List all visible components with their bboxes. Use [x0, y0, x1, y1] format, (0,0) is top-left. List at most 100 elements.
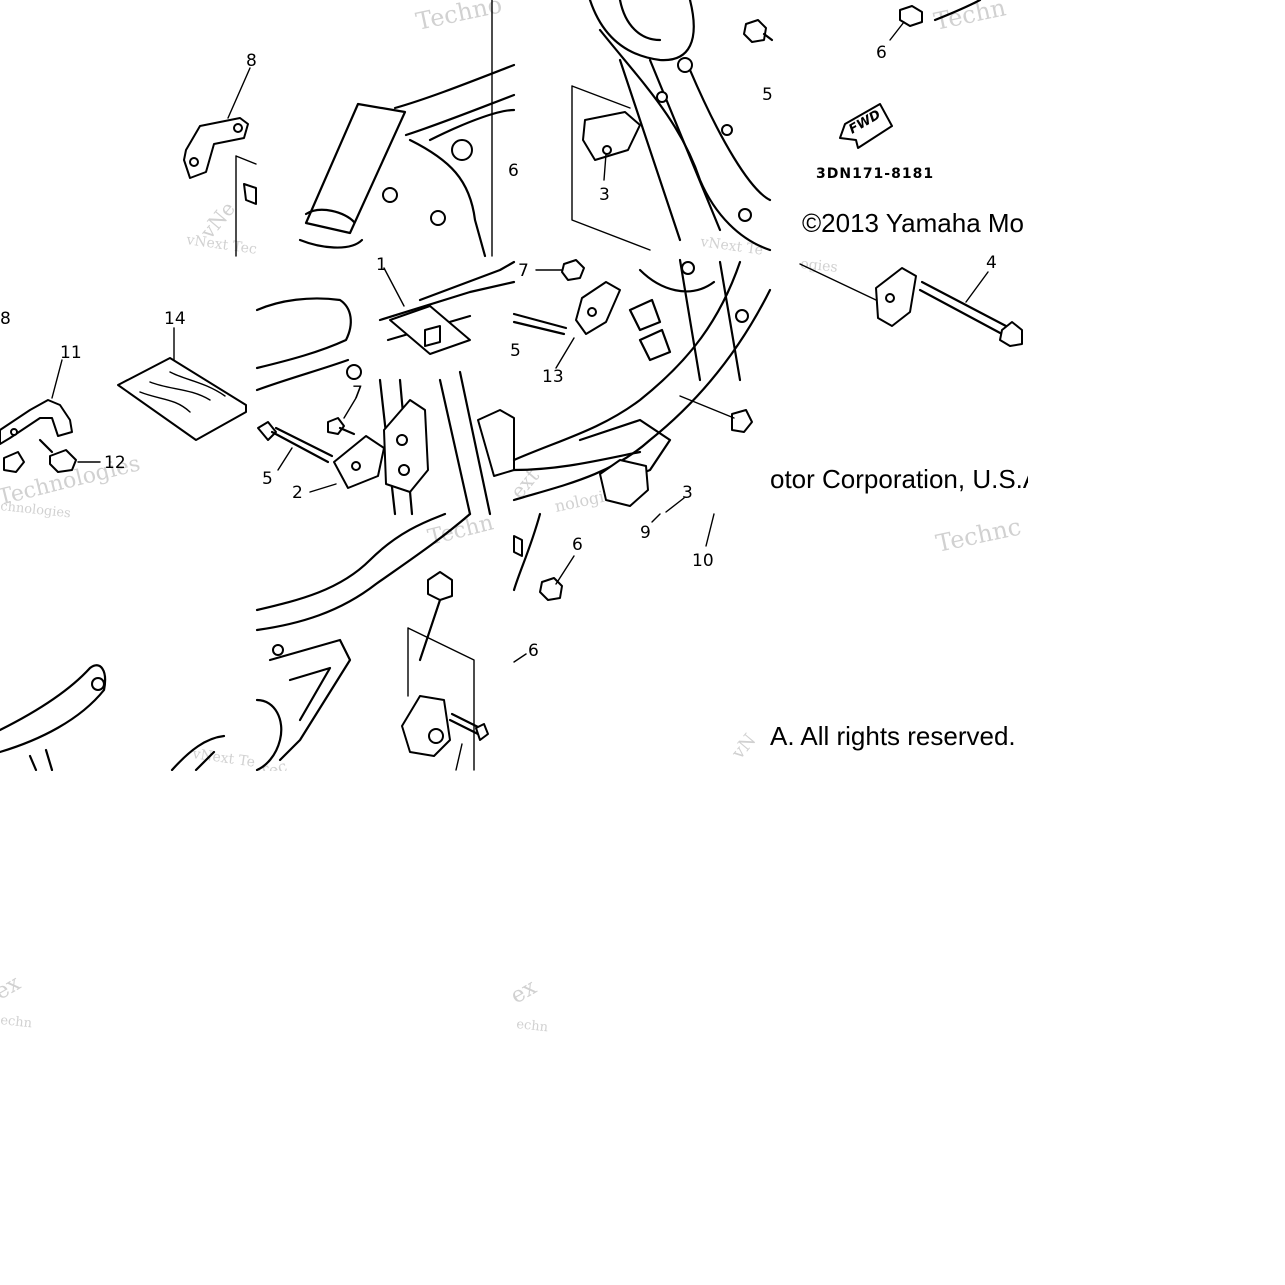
bolt-7: [327, 417, 345, 435]
callout-number: 6: [528, 641, 539, 661]
callout-number: 6: [572, 535, 583, 555]
leader-line: [513, 653, 527, 663]
leader-line: [889, 21, 905, 41]
callout-number: 14: [164, 309, 186, 329]
side-plate: [477, 409, 515, 477]
bolt-7: [561, 259, 585, 281]
bracket-hole: [10, 428, 18, 436]
down-tube: [255, 297, 352, 370]
bracket-hole: [189, 157, 199, 167]
blank-tile: [771, 514, 1028, 724]
frame-edge: [28, 748, 54, 772]
watermark-text: vNext Tec: [184, 232, 257, 258]
lower-frame-tube: [170, 734, 226, 772]
bracket-hole: [398, 464, 410, 476]
detail-box: [407, 627, 475, 771]
callout-number: 8: [246, 51, 257, 71]
leader-line: [555, 337, 575, 369]
bracket-8: [183, 117, 249, 179]
bolt-shank: [918, 280, 1008, 336]
boss-circle: [272, 644, 284, 656]
lower-rail: [255, 698, 283, 772]
bolt-shank: [270, 426, 334, 464]
watermark-text: chnologies: [0, 499, 71, 521]
boss-circle: [735, 309, 749, 323]
frame-edge: [512, 512, 542, 592]
callout-number: 7: [518, 261, 529, 281]
down-tube: [255, 358, 350, 392]
nut-part: [539, 577, 563, 601]
leader-line: [679, 395, 735, 419]
lower-frame-tube: [0, 664, 107, 754]
nut-part: [731, 409, 753, 433]
watermark-text: Techno: [413, 0, 504, 36]
leader-line: [383, 267, 405, 307]
mount-bushing: [428, 728, 444, 744]
nut-part: [3, 451, 25, 473]
callout-number: 2: [292, 483, 303, 503]
blank-tile: [0, 771, 1028, 1285]
frame-cradle: [512, 260, 772, 502]
part-code: 3DN171-8181: [816, 166, 934, 182]
boss-circle: [382, 187, 398, 203]
rear-frame-rail: [598, 28, 772, 252]
small-clip: [243, 183, 257, 205]
leader-line: [343, 397, 357, 419]
bolt-4-head: [999, 321, 1023, 347]
callout-number: 4: [986, 253, 997, 273]
frame-edge: [933, 0, 982, 22]
cover-plate-14: [117, 357, 247, 441]
engine-bracket: [599, 459, 649, 507]
nut-part: [899, 5, 923, 27]
frame-upright: [378, 370, 492, 516]
bracket-hole: [351, 461, 361, 471]
boss-circle: [738, 208, 752, 222]
blank-tile: [1028, 0, 1285, 1285]
callout-number: 6: [876, 43, 887, 63]
leader-line: [603, 153, 607, 181]
watermark-text: ogies: [800, 256, 839, 276]
watermark-text: echn: [516, 1017, 550, 1035]
boss-circle: [91, 677, 105, 691]
callout-number: 5: [762, 85, 773, 105]
swingarm-frame: [255, 512, 472, 632]
copyright-fragment: A. All rights reserved.: [770, 721, 1016, 751]
callout-number: 3: [682, 483, 693, 503]
detail-box: [571, 85, 651, 251]
watermark-text: echn: [0, 1013, 33, 1031]
callout-number: 6: [508, 161, 519, 181]
bracket-hole: [602, 145, 612, 155]
leader-line: [799, 263, 877, 301]
steering-head-tube: [304, 102, 407, 235]
copyright-notice: ©2013 Yamaha Mo otor Corporation, U.S.A …: [770, 208, 1041, 751]
bracket-hole: [587, 307, 597, 317]
frame-gusset-plate: [408, 108, 516, 258]
frame-linework: FWD 3DN171-8181: [0, 0, 1023, 772]
leader-line: [965, 271, 989, 303]
rear-frame-loop: [588, 0, 695, 62]
watermark-text: vN: [727, 730, 760, 764]
bracket-hole: [396, 434, 408, 446]
boss-circle: [430, 210, 446, 226]
boss-circle: [721, 124, 733, 136]
boss-circle: [451, 139, 473, 161]
side-plate: [383, 399, 429, 493]
cover-texture: [139, 371, 226, 413]
callout-number: 5: [510, 341, 521, 361]
bolt-shank: [448, 712, 482, 736]
upper-main-tube: [393, 63, 516, 137]
bracket-hole: [233, 123, 243, 133]
bolt-shank: [762, 32, 774, 42]
copyright-fragment: otor Corporation, U.S.A: [770, 464, 1041, 494]
leader-line: [309, 483, 337, 493]
callout-number: 3: [599, 185, 610, 205]
callout-labels: 8 6 5 3 6 4 8 11 14 12 1 7 5 2 7 5 13 3 …: [0, 43, 997, 661]
watermark-text: vNext Te: [698, 234, 764, 259]
copyright-fragment: ©2013 Yamaha Mo: [802, 208, 1024, 238]
callout-number: 13: [542, 367, 564, 387]
leader-line: [665, 497, 685, 513]
mount-boss: [424, 325, 441, 347]
leader-line: [51, 359, 63, 399]
